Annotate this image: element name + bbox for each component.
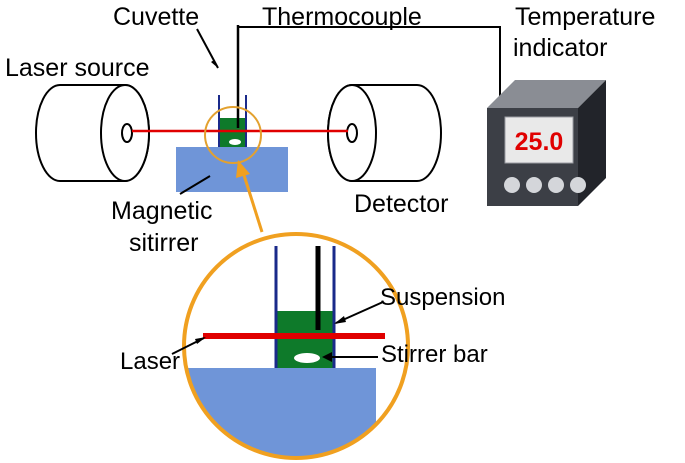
pointer-suspension-arrowhead: [334, 316, 346, 324]
zoom-stirrer-bar: [294, 353, 320, 363]
label-cuvette: Cuvette: [113, 3, 199, 31]
label-stirrer-bar: Stirrer bar: [381, 341, 488, 368]
indicator-button-4: [570, 177, 586, 193]
label-detector: Detector: [354, 190, 448, 218]
temperature-readout: 25.0: [515, 128, 564, 156]
zoom-circle: [182, 232, 410, 460]
thermocouple-wire: [238, 26, 501, 102]
zoom-arrowhead: [236, 160, 250, 178]
pointer-stirrer-bar-arrowhead: [322, 352, 332, 362]
indicator-button-1: [504, 177, 520, 193]
label-laser: Laser: [120, 348, 180, 375]
zoom-arrow: [241, 171, 264, 233]
temperature-indicator: [487, 80, 606, 206]
label-temperature: Temperature: [515, 3, 655, 31]
cuvette: [218, 95, 247, 147]
laser-source: [35, 84, 150, 182]
pointer-laser-arrowhead: [195, 337, 206, 344]
label-laser-source: Laser source: [5, 54, 150, 82]
pointer-magnetic-stirrer: [179, 175, 211, 195]
label-indicator: indicator: [513, 34, 608, 62]
pointer-cuvette-arrowhead: [211, 60, 218, 68]
indicator-button-3: [548, 177, 564, 193]
label-thermocouple: Thermocouple: [262, 3, 422, 31]
temperature-display: [504, 116, 574, 164]
label-magnetic: Magnetic: [111, 197, 212, 225]
label-sitirrer: sitirrer: [129, 229, 198, 257]
zoom-source-circle: [204, 106, 262, 164]
detector: [327, 84, 442, 182]
label-suspension: Suspension: [380, 284, 505, 311]
indicator-button-2: [526, 177, 542, 193]
